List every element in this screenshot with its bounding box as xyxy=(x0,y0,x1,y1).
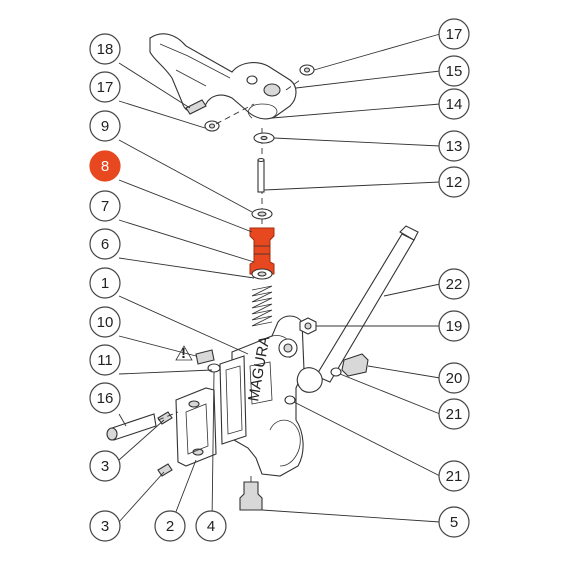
callout-19[interactable]: 19 xyxy=(438,310,470,342)
hose-banjo xyxy=(296,367,323,393)
svg-text:7: 7 xyxy=(101,198,109,215)
lever-pivot-hole xyxy=(263,83,281,97)
callout-7[interactable]: 7 xyxy=(89,190,121,222)
bleed-screw xyxy=(239,481,263,511)
callout-3-lower[interactable]: 3 xyxy=(89,510,121,542)
callouts: 18 17 9 8 7 6 1 10 11 16 3 3 2 4 17 15 1… xyxy=(89,18,470,542)
svg-text:19: 19 xyxy=(446,318,463,335)
svg-text:3: 3 xyxy=(101,458,109,475)
cover-screw-lower xyxy=(157,463,173,477)
svg-text:21: 21 xyxy=(446,468,463,485)
svg-text:!: ! xyxy=(181,345,186,362)
callout-18[interactable]: 18 xyxy=(89,33,121,65)
callout-2[interactable]: 2 xyxy=(154,510,186,542)
svg-text:22: 22 xyxy=(446,276,463,293)
svg-text:5: 5 xyxy=(450,514,458,531)
o-ring-21-upper xyxy=(330,367,342,377)
svg-text:9: 9 xyxy=(101,118,109,135)
cover-screw-upper xyxy=(157,411,173,425)
warning-triangle-icon xyxy=(175,345,193,361)
svg-text:14: 14 xyxy=(446,96,463,113)
svg-text:3: 3 xyxy=(101,518,109,535)
return-spring xyxy=(251,285,273,327)
svg-text:12: 12 xyxy=(446,174,463,191)
svg-text:17: 17 xyxy=(97,79,114,96)
callout-12[interactable]: 12 xyxy=(438,166,470,198)
o-ring-11 xyxy=(207,363,221,373)
callout-3-upper[interactable]: 3 xyxy=(89,450,121,482)
callout-21-lower[interactable]: 21 xyxy=(438,460,470,492)
svg-text:18: 18 xyxy=(97,41,114,58)
svg-text:4: 4 xyxy=(207,518,215,535)
callout-9[interactable]: 9 xyxy=(89,110,121,142)
callout-6[interactable]: 6 xyxy=(89,228,121,260)
brake-lever-blade xyxy=(149,33,297,120)
callout-5[interactable]: 5 xyxy=(438,506,470,538)
svg-text:1: 1 xyxy=(101,275,109,292)
svg-text:11: 11 xyxy=(97,352,113,369)
parts-drawing: MAGURA ! xyxy=(106,33,419,511)
svg-text:21: 21 xyxy=(446,406,463,423)
callout-20[interactable]: 20 xyxy=(438,362,470,394)
master-piston-highlighted xyxy=(249,227,275,275)
banjo-bolt xyxy=(341,353,369,377)
circlip xyxy=(248,103,278,119)
callout-1[interactable]: 1 xyxy=(89,267,121,299)
callout-4[interactable]: 4 xyxy=(195,510,227,542)
svg-text:16: 16 xyxy=(97,390,114,407)
callout-15[interactable]: 15 xyxy=(438,55,470,87)
callout-10[interactable]: 10 xyxy=(89,306,121,338)
o-ring-21-lower xyxy=(284,395,296,405)
callout-16[interactable]: 16 xyxy=(89,382,121,414)
callout-17-right[interactable]: 17 xyxy=(438,18,470,50)
svg-text:15: 15 xyxy=(446,63,463,80)
adjuster-screw xyxy=(195,349,215,365)
callout-14[interactable]: 14 xyxy=(438,88,470,120)
lever-pin xyxy=(185,99,207,115)
svg-text:13: 13 xyxy=(446,138,463,155)
callout-17-left[interactable]: 17 xyxy=(89,71,121,103)
svg-text:8: 8 xyxy=(101,158,109,175)
callout-11[interactable]: 11 xyxy=(89,344,121,376)
callout-21-upper[interactable]: 21 xyxy=(438,398,470,430)
svg-text:20: 20 xyxy=(446,370,463,387)
svg-text:6: 6 xyxy=(101,236,109,253)
svg-text:17: 17 xyxy=(446,26,463,43)
push-rod xyxy=(257,159,265,193)
reservoir-gasket xyxy=(219,355,247,445)
svg-text:10: 10 xyxy=(97,314,114,331)
callout-13[interactable]: 13 xyxy=(438,130,470,162)
leader-lines xyxy=(118,33,441,523)
svg-text:2: 2 xyxy=(166,518,174,535)
callout-8[interactable]: 8 xyxy=(89,150,121,182)
callout-22[interactable]: 22 xyxy=(438,268,470,300)
